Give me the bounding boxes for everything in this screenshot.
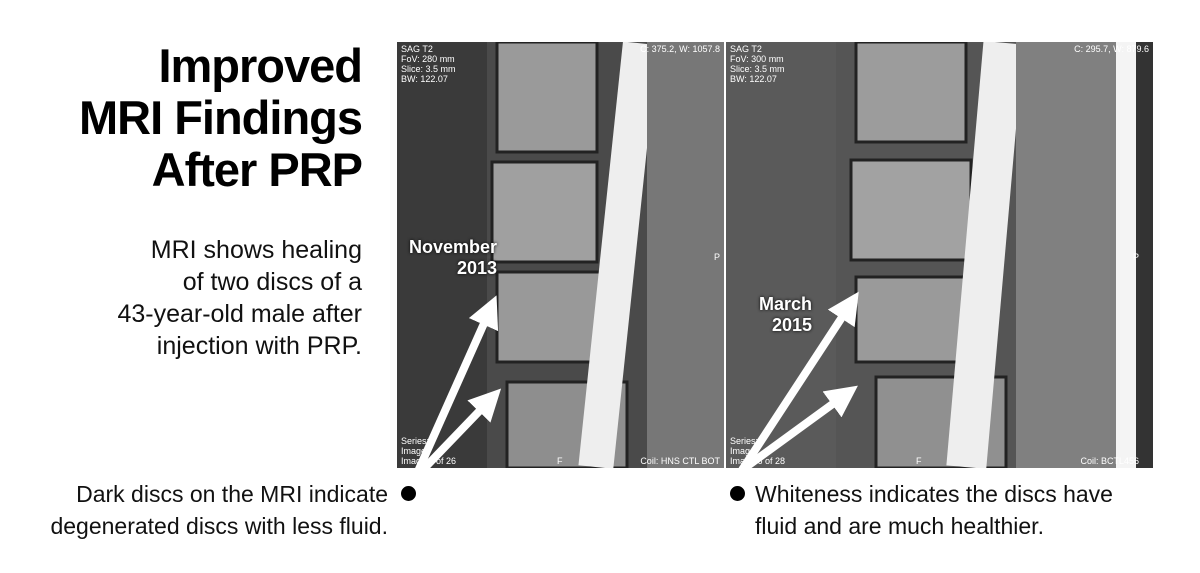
date-line: November	[409, 237, 498, 257]
date-line: 2015	[771, 315, 812, 335]
description: MRI shows healing of two discs of a 43-y…	[117, 234, 362, 362]
caption-left: Dark discs on the MRI indicate degenerate…	[50, 478, 388, 542]
series-line: Image:	[401, 446, 429, 456]
arrow-lower-disc-2013	[412, 388, 502, 481]
description-line: of two discs of a	[182, 268, 362, 296]
bullet-icon	[401, 486, 416, 501]
description-line: 43-year-old male after	[117, 300, 362, 328]
orientation-f: F	[557, 456, 563, 466]
description-line: injection with PRP.	[156, 332, 362, 360]
caption-line: Dark discs on the MRI indicate	[76, 481, 388, 507]
contrast-window: C: 295.7, W: 879.6	[1074, 44, 1149, 54]
date-line: March	[758, 294, 812, 314]
headline: Improved MRI Findings After PRP	[78, 39, 363, 196]
coil-info: Coil: BCTL456	[1080, 456, 1139, 466]
series-line: Series:	[730, 436, 759, 446]
arrow-upper-disc-2015	[738, 291, 859, 473]
contrast-window: C: 375.2, W: 1057.8	[640, 44, 720, 54]
caption-right: Whiteness indicates the discs have fluid …	[755, 478, 1113, 542]
coil-info: Coil: HNS CTL BOT	[640, 456, 720, 466]
bullet-icon	[730, 486, 745, 501]
info-line: BW: 122.07	[730, 74, 777, 84]
series-line: Image:	[730, 446, 758, 456]
caption-line: degenerated discs with less fluid.	[50, 513, 388, 539]
info-line: SAG T2	[730, 44, 762, 54]
caption-line: Whiteness indicates the discs have	[755, 481, 1113, 507]
orientation-p: P	[1132, 252, 1139, 262]
arrow-lower-disc-2015	[739, 385, 858, 474]
orientation-f: F	[916, 456, 922, 466]
series-line: Series:	[401, 436, 430, 446]
headline-line: MRI Findings	[78, 91, 363, 144]
spine-drawing	[726, 42, 1153, 468]
headline-line: Improved	[158, 39, 363, 92]
date-line: 2013	[456, 258, 497, 278]
orientation-p: P	[713, 252, 720, 262]
info-line: Slice: 3.5 mm	[730, 64, 785, 74]
info-line: SAG T2	[401, 44, 433, 54]
arrow-upper-disc-2013	[411, 295, 499, 480]
info-line: BW: 122.07	[401, 74, 448, 84]
headline-line: After PRP	[151, 143, 363, 196]
description-line: MRI shows healing	[150, 236, 362, 264]
info-line: FoV: 300 mm	[730, 54, 784, 64]
info-line: FoV: 280 mm	[401, 54, 455, 64]
caption-line: fluid and are much healthier.	[755, 513, 1044, 539]
info-line: Slice: 3.5 mm	[401, 64, 456, 74]
